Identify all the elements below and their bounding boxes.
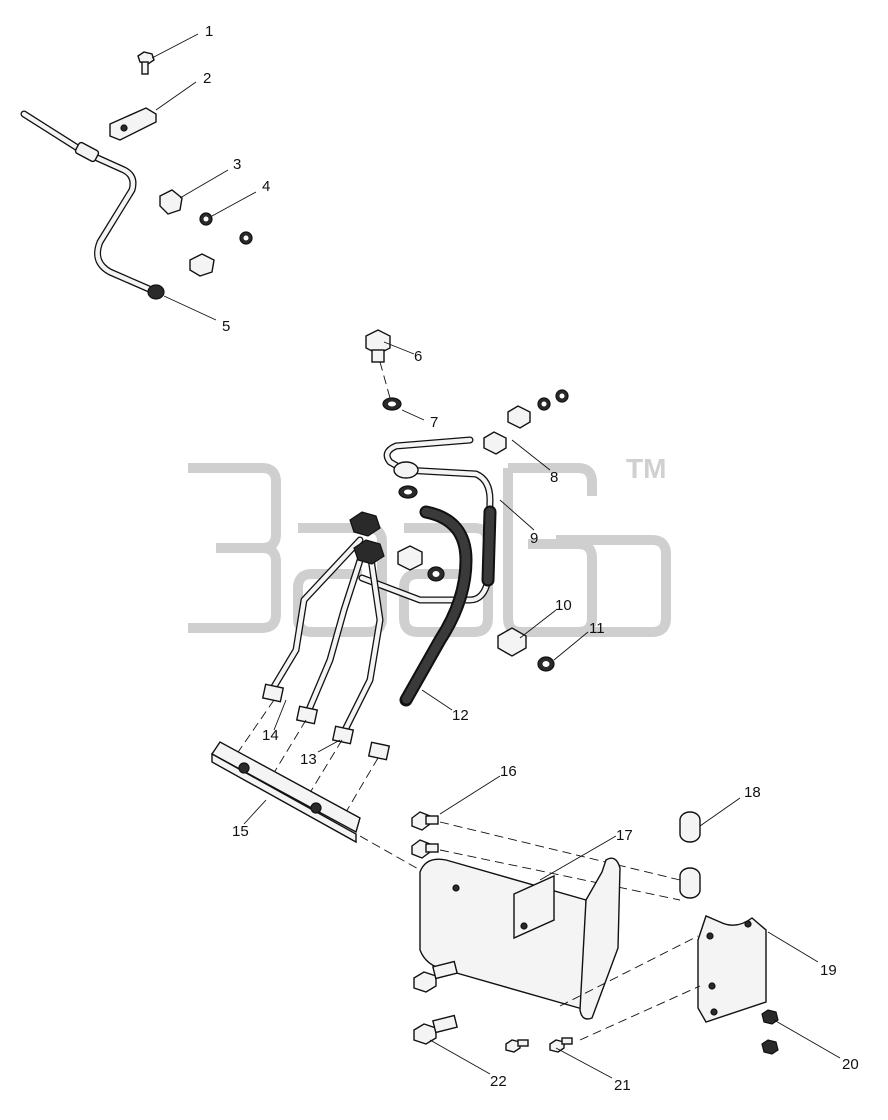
callout-18: 18 xyxy=(744,784,761,801)
part-10-fitting xyxy=(397,545,527,657)
part-21-bolt xyxy=(505,1037,573,1053)
callout-3: 3 xyxy=(233,156,241,173)
part-22-bolt xyxy=(413,960,458,1045)
leader-lines xyxy=(151,33,841,1079)
callout-2: 2 xyxy=(203,70,211,87)
callout-5: 5 xyxy=(222,318,230,335)
callout-10: 10 xyxy=(555,597,572,614)
callout-21: 21 xyxy=(614,1077,631,1094)
watermark-tm: TM xyxy=(626,453,666,484)
callout-8: 8 xyxy=(550,469,558,486)
callout-7: 7 xyxy=(430,414,438,431)
callout-22: 22 xyxy=(490,1073,507,1090)
callout-4: 4 xyxy=(262,178,270,195)
hose-assembly xyxy=(261,436,497,761)
part-4-washer xyxy=(199,212,253,245)
part-2-clamp xyxy=(109,107,157,141)
part-20-nut xyxy=(761,1009,779,1055)
watermark-logo xyxy=(188,463,671,637)
part-18-spacer xyxy=(679,811,701,899)
callout-20: 20 xyxy=(842,1056,859,1073)
callout-14: 14 xyxy=(262,727,279,744)
callout-15: 15 xyxy=(232,823,249,840)
callout-numbers: 1 2 3 4 5 6 7 8 9 10 11 12 13 14 15 16 1… xyxy=(203,23,859,1094)
callout-17: 17 xyxy=(616,827,633,844)
part-7-washer xyxy=(382,397,418,499)
part-11-washer xyxy=(427,566,555,672)
part-17-bracket xyxy=(419,857,621,1020)
upper-pipe-assembly xyxy=(20,110,165,300)
part-16-bolt xyxy=(411,811,439,831)
callout-1: 1 xyxy=(205,23,213,40)
callout-13: 13 xyxy=(300,751,317,768)
part-8-fittings xyxy=(483,389,569,455)
callout-12: 12 xyxy=(452,707,469,724)
part-3-fitting xyxy=(159,189,183,215)
part-5-fitting xyxy=(189,253,215,277)
part-15-clamp-bar xyxy=(210,741,361,844)
callout-16: 16 xyxy=(500,763,517,780)
callout-11: 11 xyxy=(589,620,605,637)
callout-6: 6 xyxy=(414,348,422,365)
part-6-banjo-bolt xyxy=(365,329,391,363)
callout-9: 9 xyxy=(530,530,538,547)
part-19-plate xyxy=(697,915,767,1023)
part-1-bolt xyxy=(137,51,155,75)
part-16-bolt-b xyxy=(411,839,439,859)
callout-19: 19 xyxy=(820,962,837,979)
